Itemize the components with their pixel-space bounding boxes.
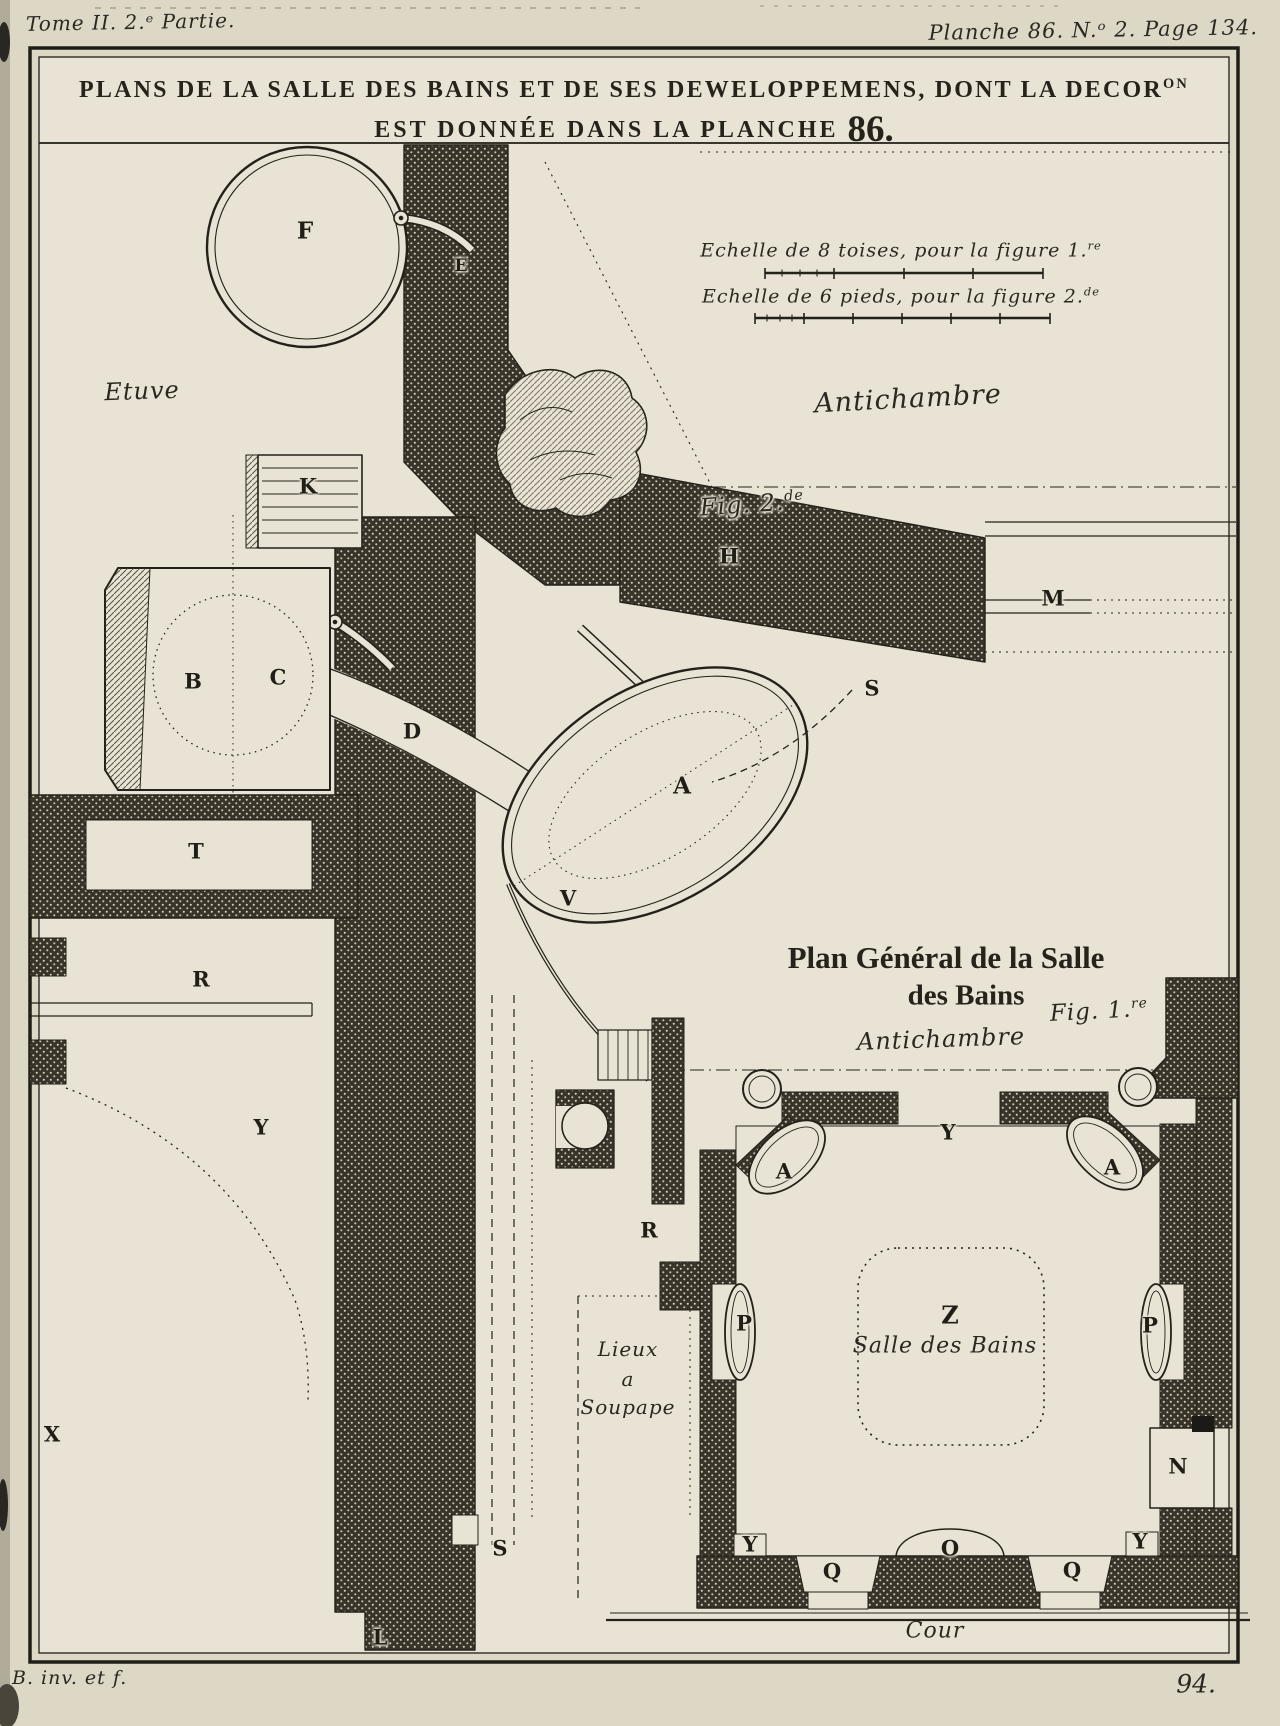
corridor-R [29,937,313,1085]
axis-dotted [513,702,797,887]
room-BC [104,515,331,805]
passage-D [302,667,548,818]
dotted-rect-Z [857,1247,1045,1446]
outer-right-wall-upper [1195,1097,1233,1429]
entry-wall-lower [659,1261,701,1311]
corner-tub-left [748,1119,826,1195]
oval-room-F [205,145,409,349]
fig1-stove [555,1089,615,1169]
oval-room-F-inner [214,154,400,340]
wall-long-vertical [334,516,476,1651]
corner-tub-right [1066,1115,1144,1191]
wall-band-H [619,469,986,663]
passage-edge [324,666,531,773]
ink-smudge [0,1684,19,1726]
figure1-plan [506,883,1250,1622]
door-gap-Y-right [1125,1531,1159,1557]
bottom-wall-band [696,1555,1239,1609]
door-gap-Y-left [733,1533,767,1557]
lieux-room-dashed [577,1295,691,1604]
door-swing-S-dashed [711,689,853,783]
construction-lines [544,151,1236,653]
step-O [895,1528,1005,1557]
entry-wall-upper [651,1017,685,1205]
fig1-stair [597,1029,653,1081]
ink-smudge [0,22,10,62]
oval-bath-A [501,666,809,924]
step-Q-right [1039,1591,1101,1610]
top-wall-left [781,1091,899,1125]
wall-notch-S [451,1514,479,1546]
passage-edge [324,712,521,819]
ink-smudge [0,1479,8,1531]
page-gutter-shadow [0,0,10,1726]
recess-Q-left [795,1555,881,1593]
scale-bar-pieds [754,313,1051,324]
niche-tub-right-P [1140,1283,1185,1381]
figure2-plan [29,144,1236,1651]
niche-tub-left-P [711,1283,756,1381]
staircase-K [245,454,363,549]
room-N [1149,1416,1215,1509]
rock-sketch [495,369,648,518]
scale-bar-toises [764,268,1044,279]
step-Q-left [807,1591,869,1610]
recess-T [85,819,313,891]
recess-Q-right [1027,1555,1113,1593]
tub-circle-dotted [152,594,314,756]
column-bases [742,1067,1158,1109]
outer-right-wall-lower [1195,1507,1233,1557]
